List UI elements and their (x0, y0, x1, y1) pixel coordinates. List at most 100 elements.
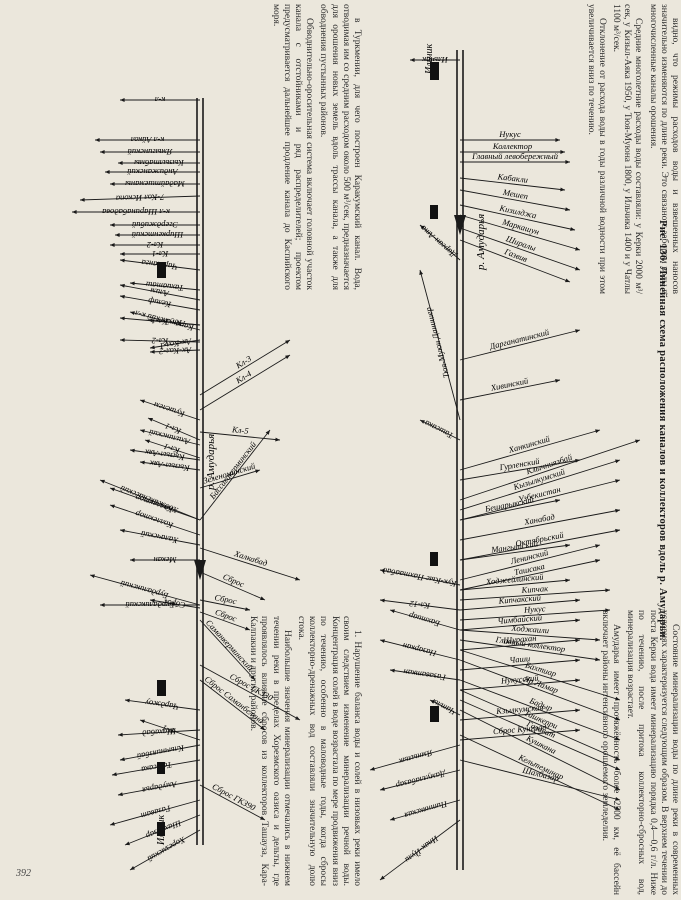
canal-line (459, 659, 581, 671)
canal-label: Ак-Кол-2 (158, 345, 192, 356)
canal-line (119, 317, 201, 326)
canal-line (129, 449, 201, 461)
canal-branch: Алим (119, 283, 201, 301)
left-river-name: р. Амударья (205, 434, 217, 491)
canal-label: Ипак-Йули (403, 833, 441, 865)
canal-label: Келиф (147, 296, 172, 310)
canal-branch: Кук-Кыс Пахтаабад (379, 566, 461, 589)
canal-line (199, 784, 266, 821)
canal-label: к-л Шаринабадова (102, 207, 170, 217)
canal-label: Кл-5 (231, 424, 249, 436)
canal-label: Ширкентский (131, 230, 184, 240)
canal-branch: Ямнылык (369, 744, 461, 771)
canal-label: Бахтиар (407, 611, 441, 630)
canal-arrow (120, 338, 125, 343)
canal-arrow (575, 458, 580, 463)
canal-arrow (105, 170, 110, 174)
canal-arrow (380, 639, 385, 644)
canal-branch: Ипак-Йули (379, 819, 461, 881)
right-river-top-post: Ильчик (424, 43, 435, 75)
canal-arrow (615, 716, 620, 721)
canal-line (459, 609, 611, 621)
canal-line (389, 669, 461, 681)
canal-line (459, 379, 561, 401)
canal-line (459, 579, 571, 591)
canal-arrow (380, 568, 385, 573)
canal-arrow (130, 558, 135, 562)
canal-branch: Кл-1 (119, 316, 201, 327)
canal-line (459, 709, 621, 791)
canal-line (459, 214, 581, 251)
right-river-axis: р. Амударья Ильчик (424, 43, 487, 870)
canal-arrow (565, 207, 570, 212)
canal-line (429, 699, 461, 716)
canal-arrow (615, 806, 620, 810)
canal-line (419, 269, 461, 421)
canal-arrow (615, 786, 620, 790)
canal-line (459, 429, 601, 471)
canal-branch: Ильчик (410, 55, 460, 65)
canal-branch: Дарган-Ата (418, 223, 461, 261)
canal-line (119, 529, 201, 546)
canal-arrow (575, 678, 580, 683)
canal-branch: Газават (109, 799, 201, 826)
canal-line (389, 609, 461, 631)
canal-line (459, 599, 581, 611)
canal-label: Бурдаликский (118, 578, 170, 601)
canal-branch: Кипчакский (459, 592, 581, 611)
canal-arrow (110, 243, 115, 247)
canal-arrow (575, 246, 580, 251)
canal-branch: Кл-2 (119, 336, 201, 346)
canal-branch: Бахтиар (389, 609, 461, 631)
canal-line (459, 239, 571, 283)
canal-arrow (380, 786, 385, 791)
canal-line (459, 689, 621, 761)
canal-line (199, 547, 301, 581)
canal-arrow (120, 294, 125, 299)
canal-branch: Шахабад (117, 726, 201, 739)
canal-arrow (575, 658, 580, 663)
canal-arrow (595, 544, 600, 549)
canal-arrow (265, 430, 270, 435)
canal-line (369, 744, 461, 771)
canal-arrow (140, 460, 145, 465)
canal-line (144, 439, 201, 459)
canal-line (119, 744, 201, 761)
canal-line (459, 699, 621, 771)
canal-branch: Бурдаликский (100, 600, 200, 610)
canal-line (124, 699, 201, 711)
canal-label: Чаши (509, 653, 531, 665)
canal-branch: Ходжаили (459, 623, 601, 642)
canal-arrow (575, 728, 580, 733)
canal-arrow (120, 98, 125, 102)
canal-arrow (390, 816, 395, 821)
canal-line (119, 284, 201, 301)
canal-arrow (615, 479, 620, 484)
canal-label: Ташсака (140, 760, 172, 775)
canal-label: Бурдаликский (125, 600, 176, 610)
canal-arrow (575, 329, 580, 334)
canal-label: Кипчакский (497, 592, 542, 606)
page-number: 392 (16, 868, 31, 879)
canal-line (459, 459, 581, 481)
canal-branch: Нукус (460, 129, 560, 142)
canal-line (459, 227, 581, 271)
canal-branch: Клычниязбай (119, 743, 201, 762)
canal-label: Газаваткан (403, 667, 448, 683)
canal-branch: Эгерджибий (110, 220, 200, 230)
canal-label: Кл-2 (151, 336, 169, 346)
canal-label: Клычниязбай (135, 743, 185, 762)
canal-arrow (100, 603, 105, 607)
canal-line (199, 469, 261, 489)
canal-branch: Кушелем (139, 399, 201, 421)
canal-label: Сброс (214, 592, 238, 606)
canal-branch: Андижанский (105, 167, 200, 177)
canal-label: Сброс Кунград (493, 722, 548, 736)
canal-line (459, 679, 581, 691)
canal-label: к-л (154, 95, 165, 105)
canal-label: Мекан (154, 555, 178, 565)
canal-arrow (120, 283, 125, 288)
canal-arrow (130, 866, 135, 870)
